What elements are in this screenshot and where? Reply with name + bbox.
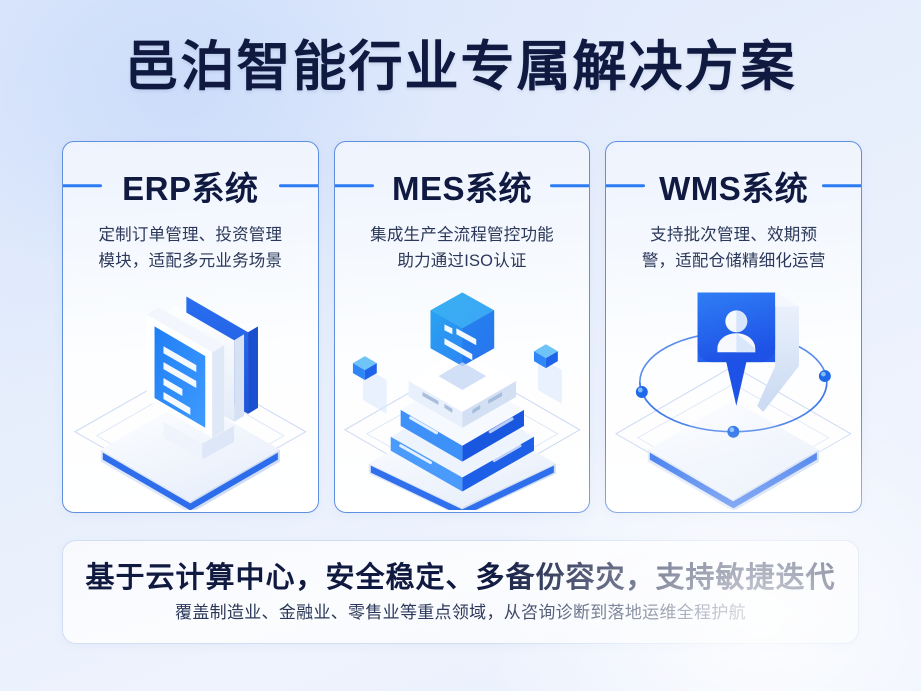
solution-card-erp[interactable]: ERP系统 定制订单管理、投资管理 模块，适配多元业务场景	[62, 141, 319, 513]
card-description-line-1: 定制订单管理、投资管理	[98, 226, 283, 244]
card-description-erp: 定制订单管理、投资管理 模块，适配多元业务场景	[79, 222, 302, 274]
isometric-server-stack-icon	[335, 270, 590, 510]
accent-dash-right-icon	[550, 184, 590, 188]
page-title: 邑泊智能行业专属解决方案	[124, 37, 797, 97]
card-header-wms: WMS系统	[606, 158, 862, 214]
card-title-erp: ERP系统	[122, 170, 259, 207]
card-description-wms: 支持批次管理、效期预 警，适配仓储精细化运营	[622, 222, 845, 274]
accent-dash-left-icon	[334, 184, 374, 188]
summary-banner: 基于云计算中心，安全稳定、多备份容灾，支持敏捷迭代 覆盖制造业、金融业、零售业等…	[62, 540, 859, 644]
solution-card-wms[interactable]: WMS系统 支持批次管理、效期预 警，适配仓储精细化运营	[605, 141, 863, 513]
card-header-mes: MES系统	[334, 158, 590, 214]
card-title-wms: WMS系统	[659, 170, 809, 207]
accent-dash-right-icon	[822, 184, 862, 188]
solution-card-mes[interactable]: MES系统 集成生产全流程管控功能 助力通过ISO认证	[333, 141, 591, 513]
isometric-location-pin-orbit-icon	[606, 270, 861, 510]
card-description-line-2: 模块，适配多元业务场景	[98, 252, 283, 270]
card-title-mes: MES系统	[392, 170, 533, 207]
card-description-mes: 集成生产全流程管控功能 助力通过ISO认证	[351, 222, 574, 274]
card-header-erp: ERP系统	[62, 158, 318, 214]
summary-banner-subtext: 覆盖制造业、金融业、零售业等重点领域，从咨询诊断到落地运维全程护航	[175, 603, 746, 622]
solution-card-row: ERP系统 定制订单管理、投资管理 模块，适配多元业务场景	[62, 141, 863, 513]
accent-dash-left-icon	[606, 184, 646, 188]
card-description-line-1: 支持批次管理、效期预	[650, 226, 818, 244]
card-description-line-2: 警，适配仓储精细化运营	[641, 252, 826, 270]
card-description-line-2: 助力通过ISO认证	[397, 252, 527, 270]
card-description-line-1: 集成生产全流程管控功能	[370, 226, 554, 244]
accent-dash-left-icon	[62, 184, 102, 188]
accent-dash-right-icon	[278, 184, 318, 188]
summary-banner-headline: 基于云计算中心，安全稳定、多备份容灾，支持敏捷迭代	[85, 562, 836, 594]
isometric-monitor-document-icon	[63, 270, 318, 510]
